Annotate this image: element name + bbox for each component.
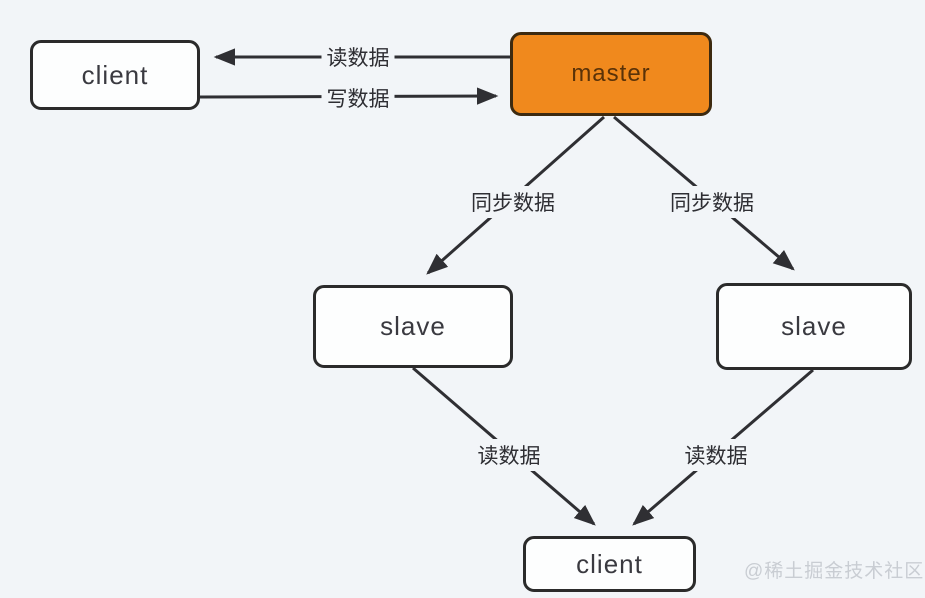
node-client-top-label: client bbox=[81, 59, 149, 90]
node-slave-left: slave bbox=[313, 285, 513, 368]
node-client-bottom-label: client bbox=[576, 548, 643, 579]
node-slave-left-label: slave bbox=[380, 311, 446, 341]
edge-label-write-data-top: 写数据 bbox=[321, 82, 395, 114]
node-master: master bbox=[510, 32, 712, 116]
edge-label-read-data-bottom-left: 读数据 bbox=[472, 439, 546, 471]
watermark-text: @稀土掘金技术社区 bbox=[744, 561, 925, 582]
edge-label-read-data-bottom-right: 读数据 bbox=[679, 439, 753, 471]
node-client-bottom: client bbox=[523, 536, 696, 592]
node-client-top: client bbox=[30, 40, 200, 110]
edge-label-sync-data-right: 同步数据 bbox=[665, 186, 759, 218]
edge-label-read-data-top: 读数据 bbox=[321, 41, 395, 73]
edge-label-sync-data-left: 同步数据 bbox=[466, 186, 560, 218]
node-slave-right: slave bbox=[716, 283, 912, 370]
node-slave-right-label: slave bbox=[781, 311, 847, 341]
node-master-label: master bbox=[571, 60, 651, 87]
